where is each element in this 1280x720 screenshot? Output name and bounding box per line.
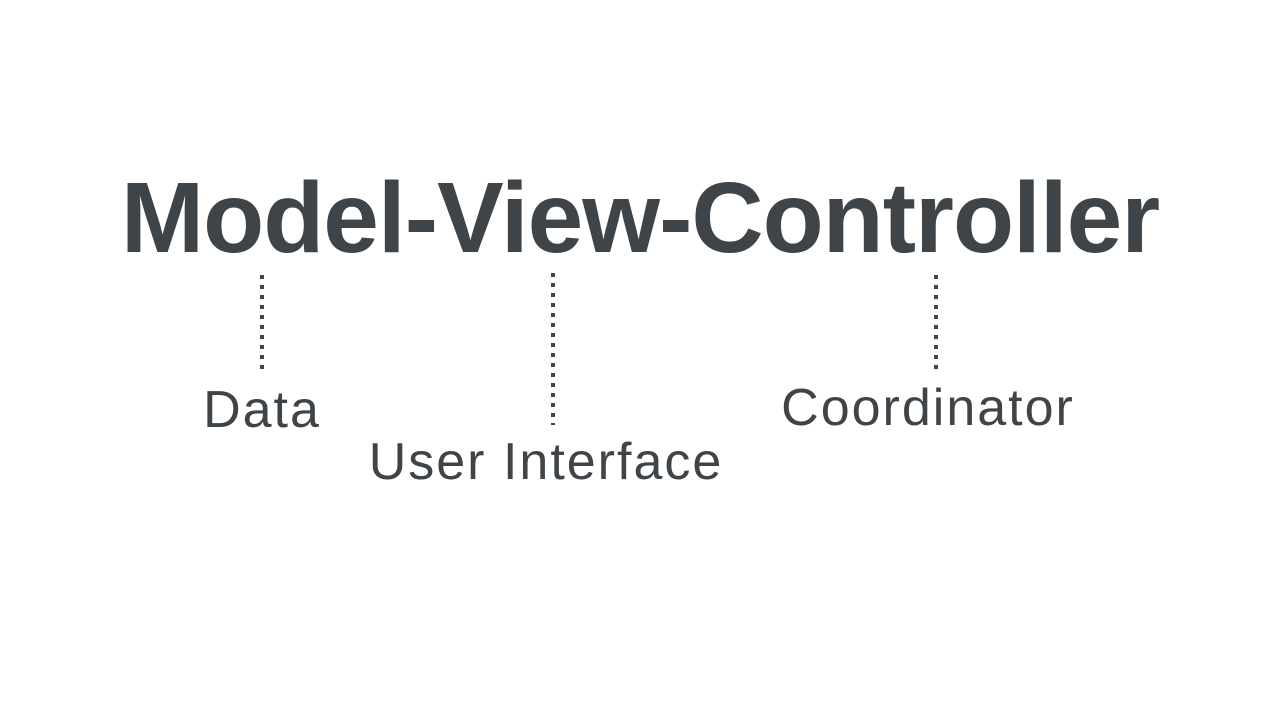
model-annotation-label: Data [203,381,321,439]
controller-connector-dotted-line [934,275,938,371]
slide-title: Model-View-Controller [120,162,1160,274]
model-connector-dotted-line [260,275,264,371]
view-connector-dotted-line [551,273,555,425]
view-annotation-label: User Interface [368,433,724,491]
controller-annotation-label: Coordinator [781,379,1075,437]
